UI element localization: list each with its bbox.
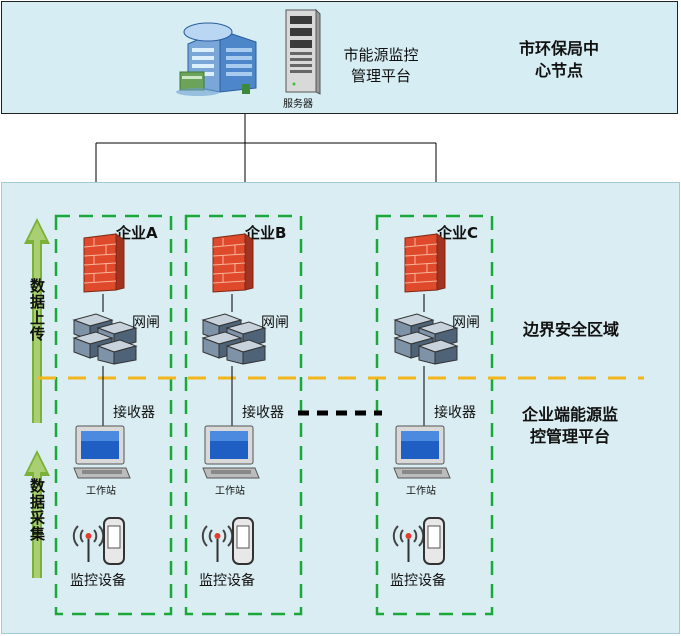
- receiver-label: 接收器: [434, 405, 476, 421]
- monitor-device-icon: [201, 517, 254, 565]
- gateway-icon: [393, 313, 459, 365]
- gateway-label: 网闸: [132, 315, 160, 331]
- enterprise-c-name: 企业C: [437, 224, 479, 242]
- city-platform-title-line1: 市能源监控: [343, 46, 419, 64]
- center-node-label: 市环保局中 心节点: [496, 38, 622, 82]
- city-platform-panel: [1, 1, 678, 114]
- workstation-label: 工作站: [215, 486, 245, 497]
- enterprise-platform-label: 企业端能源监 控管理平台: [500, 404, 640, 448]
- center-node-line1: 市环保局中: [518, 39, 599, 58]
- collect-label: 数据采集: [28, 478, 46, 542]
- gateway-label: 网闸: [452, 315, 480, 331]
- enterprise-a-name: 企业A: [116, 224, 158, 242]
- monitor-device-icon: [392, 517, 445, 565]
- firewall-icon: [212, 233, 254, 293]
- workstation-icon: [393, 425, 451, 479]
- firewall-icon: [83, 233, 125, 293]
- building-icon: [176, 22, 257, 96]
- monitor-device-label: 监控设备: [199, 573, 255, 589]
- enterprise-platform-line2: 控管理平台: [529, 427, 610, 446]
- collect-arrow: [24, 450, 50, 578]
- gateway-icon: [72, 313, 138, 365]
- monitor-device-icon: [72, 517, 125, 565]
- receiver-label: 接收器: [242, 405, 284, 421]
- gateway-label: 网闸: [261, 315, 289, 331]
- monitor-device-label: 监控设备: [390, 573, 446, 589]
- server-label: 服务器: [283, 99, 313, 110]
- enterprise-b-name: 企业B: [245, 224, 287, 242]
- gateway-icon: [201, 313, 267, 365]
- workstation-icon: [73, 425, 131, 479]
- boundary-zone-label: 边界安全区域: [522, 320, 619, 339]
- workstation-icon: [202, 425, 260, 479]
- monitor-device-label: 监控设备: [70, 573, 126, 589]
- receiver-label: 接收器: [113, 405, 155, 421]
- firewall-icon: [404, 233, 446, 293]
- upload-label: 数据上传: [28, 278, 46, 342]
- enterprise-platform-line1: 企业端能源监: [521, 405, 618, 424]
- uplink-connectors: [95, 114, 437, 183]
- city-platform-title: 市能源监控 管理平台: [331, 45, 431, 87]
- workstation-label: 工作站: [406, 486, 436, 497]
- workstation-label: 工作站: [86, 486, 116, 497]
- server-icon: [285, 8, 321, 95]
- center-node-line2: 心节点: [534, 61, 583, 80]
- upload-arrow: [24, 218, 50, 423]
- city-platform-title-line2: 管理平台: [350, 67, 411, 85]
